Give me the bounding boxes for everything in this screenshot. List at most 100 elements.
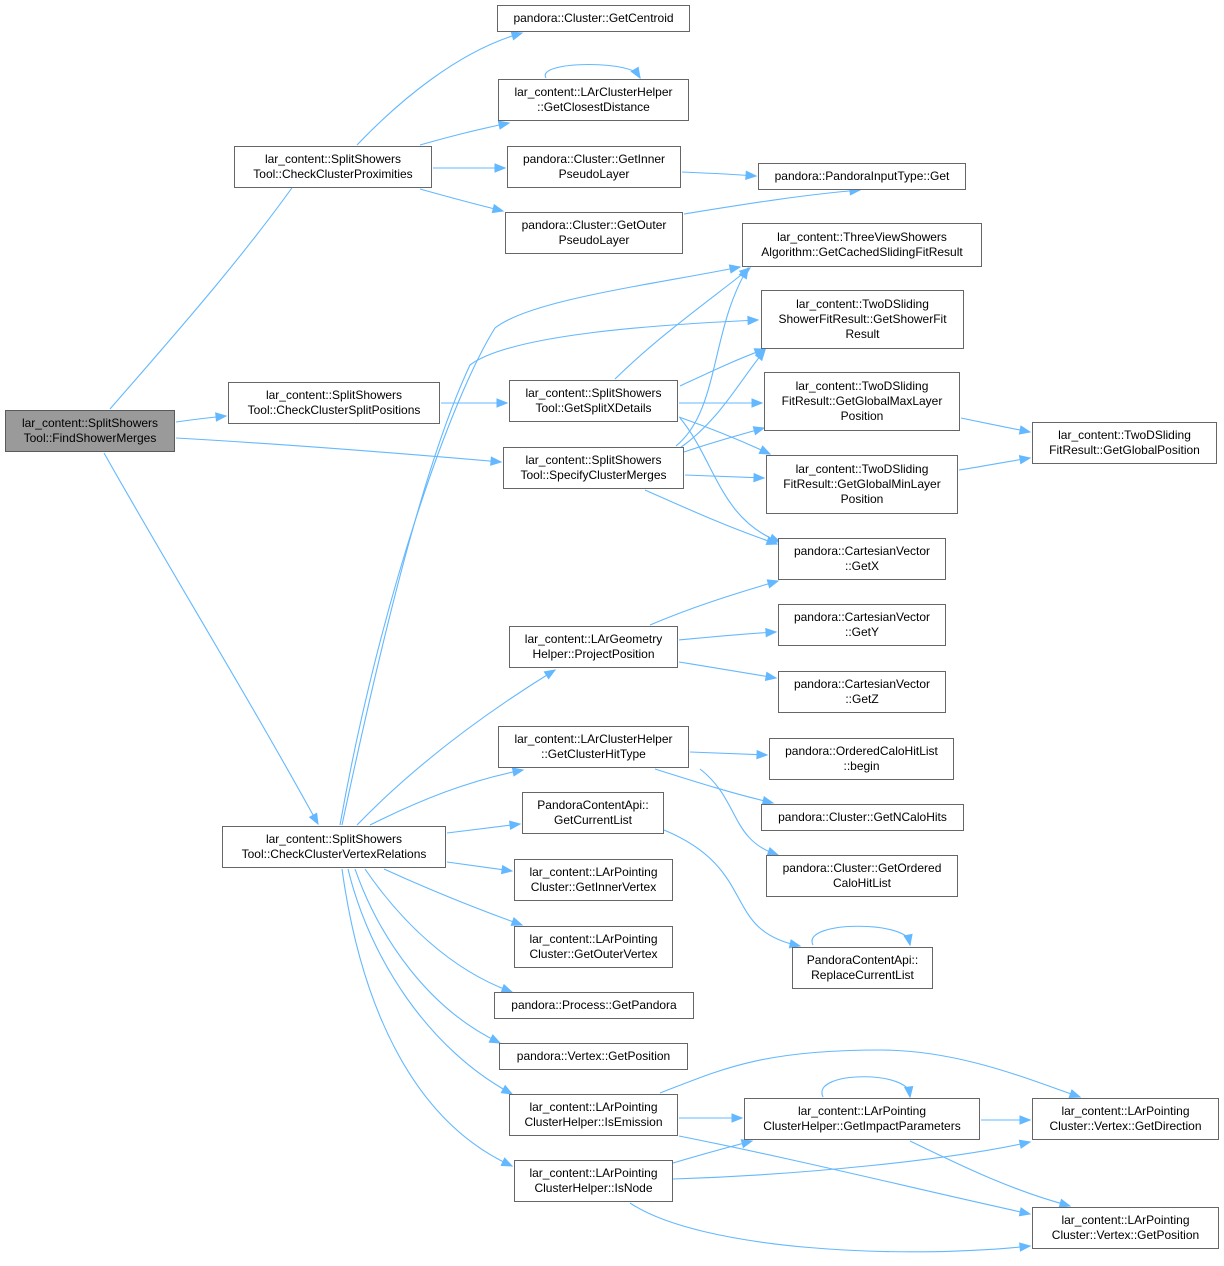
node-label-line: lar_content::LArPointing: [1061, 1213, 1190, 1227]
node-label-line: ::begin: [843, 759, 880, 773]
node-label-line: Cluster::GetInnerVertex: [530, 880, 657, 894]
node-label-line: Tool::CheckClusterVertexRelations: [241, 847, 427, 861]
node-get-cluster-hit-type[interactable]: lar_content::LArClusterHelper::GetCluste…: [498, 726, 689, 768]
arrowhead-GetImpactParameters-to-GetDirection: [1019, 1115, 1032, 1125]
arrowhead-ReplaceCurrentList-to-ReplaceCurrentList: [903, 933, 913, 947]
node-label-line: CaloHitList: [832, 876, 892, 890]
node-label-line: lar_content::SplitShowers: [21, 416, 159, 430]
arrowhead-SpecifyClusterMerges-to-GetX: [765, 536, 779, 546]
node-get-pandora[interactable]: pandora::Process::GetPandora: [494, 992, 694, 1019]
arrowhead-IsNode-to-GetDirection: [1018, 1139, 1032, 1149]
node-replace-current-list[interactable]: PandoraContentApi::ReplaceCurrentList: [792, 947, 933, 989]
node-label-line: pandora::Vertex::GetPosition: [516, 1049, 671, 1063]
node-label-line: lar_content::TwoDSliding: [795, 379, 929, 393]
node-get-z[interactable]: pandora::CartesianVector::GetZ: [778, 671, 946, 713]
edge-CheckClusterVertexRelations-to-ProjectPosition: [356, 669, 556, 826]
edge-GetImpactParameters-to-GetImpactParameters: [821, 1076, 911, 1098]
edge-GetImpactParameters-to-ClusterVertexGetPosition: [909, 1140, 1071, 1207]
arrowhead-CheckClusterProximities-to-GetClosestDistance: [497, 120, 511, 130]
node-vertex-get-position[interactable]: pandora::Vertex::GetPosition: [499, 1043, 688, 1070]
edge-GetClosestDistance-to-GetClosestDistance: [544, 64, 641, 79]
node-get-closest-distance[interactable]: lar_content::LArClusterHelper::GetCloses…: [498, 79, 689, 121]
node-label-line: Tool::SpecifyClusterMerges: [520, 468, 667, 482]
node-label-line: lar_content::LArPointing: [529, 1100, 658, 1114]
arrowhead-IsEmission-to-ClusterVertexGetPosition: [1018, 1207, 1032, 1217]
node-get-x[interactable]: pandora::CartesianVector::GetX: [778, 538, 946, 580]
node-label-line: lar_content::SplitShowers: [265, 832, 403, 846]
node-label-line: PandoraContentApi::: [806, 953, 919, 967]
node-label-line: pandora::Cluster::GetOrdered: [782, 861, 942, 875]
arrowhead-CheckClusterVertexRelations-to-GetOuterVertex: [510, 916, 524, 926]
edge-IsNode-to-GetDirection: [672, 1141, 1031, 1180]
edge-CheckClusterVertexRelations-to-GetPandora: [364, 868, 513, 993]
node-label-line: Cluster::Vertex::GetPosition: [1051, 1228, 1200, 1242]
arrowhead-SpecifyClusterMerges-to-GetCachedSlidingFitResult: [738, 266, 749, 280]
arrowhead-FindShowerMerges-to-CheckClusterVertexRelations: [308, 812, 319, 826]
node-label-line: pandora::Cluster::GetNCaloHits: [778, 810, 947, 824]
node-label-line: pandora::Process::GetPandora: [511, 998, 677, 1012]
node-label-line: FitResult::GetGlobalMinLayer: [783, 477, 941, 491]
node-label-line: pandora::Cluster::GetCentroid: [513, 11, 674, 25]
edge-SpecifyClusterMerges-to-GetCachedSlidingFitResult: [675, 267, 749, 447]
node-label-line: Position: [840, 409, 884, 423]
edge-CheckClusterVertexRelations-to-GetShowerFitResult: [341, 319, 759, 826]
node-label-line: pandora::Cluster::GetOuter: [521, 218, 667, 232]
edge-CheckClusterProximities-to-GetClosestDistance: [419, 122, 510, 146]
node-label-line: lar_content::LArPointing: [797, 1104, 927, 1118]
arrowhead-CheckClusterVertexRelations-to-GetInnerVertex: [500, 864, 514, 875]
edge-GetCurrentList-to-ReplaceCurrentList: [663, 829, 801, 947]
node-label-line: lar_content::LArPointing: [529, 1166, 658, 1180]
edge-IsEmission-to-ClusterVertexGetPosition: [678, 1135, 1031, 1215]
arrowhead-GetInnerPseudoLayer-to-PandoraInputTypeGet: [745, 170, 758, 180]
node-pandora-input-type-get[interactable]: pandora::PandoraInputType::Get: [758, 163, 966, 190]
node-label-line: Algorithm::GetCachedSlidingFitResult: [761, 245, 963, 259]
arrowhead-CheckClusterVertexRelations-to-GetClusterHitType: [511, 767, 525, 777]
arrowhead-ProjectPosition-to-GetY: [765, 627, 778, 638]
arrowhead-CheckClusterProximities-to-GetOuterPseudoLayer: [491, 203, 505, 214]
arrowhead-GetImpactParameters-to-ClusterVertexGetPosition: [1058, 1198, 1072, 1208]
edge-CheckClusterVertexRelations-to-IsNode: [341, 868, 513, 1167]
node-label-line: ShowerFitResult::GetShowerFit: [778, 312, 947, 326]
node-get-current-list[interactable]: PandoraContentApi::GetCurrentList: [522, 792, 664, 834]
node-label-line: Tool::CheckClusterProximities: [253, 167, 413, 181]
node-get-ncalo-hits[interactable]: pandora::Cluster::GetNCaloHits: [761, 804, 964, 831]
arrowhead-CheckClusterVertexRelations-to-IsNode: [500, 1157, 514, 1167]
node-label-line: ::GetClosestDistance: [537, 100, 650, 114]
node-label-line: Result: [845, 327, 880, 341]
node-ordered-begin[interactable]: pandora::OrderedCaloHitList::begin: [769, 738, 954, 780]
edge-ProjectPosition-to-GetY: [678, 631, 777, 641]
arrowhead-CheckClusterVertexRelations-to-IsEmission: [500, 1084, 514, 1095]
arrowhead-CheckClusterVertexRelations-to-GetShowerFitResult: [747, 315, 760, 326]
edge-CheckClusterVertexRelations-to-GetClusterHitType: [369, 769, 524, 826]
arrowhead-CheckClusterVertexRelations-to-VertexGetPosition: [488, 1034, 502, 1044]
edge-CheckClusterProximities-to-GetCentroid: [356, 32, 523, 146]
node-get-centroid[interactable]: pandora::Cluster::GetCentroid: [497, 5, 690, 32]
node-get-y[interactable]: pandora::CartesianVector::GetY: [778, 604, 946, 646]
edge-GetClusterHitType-to-GetNCaloHits: [654, 768, 774, 804]
node-label-line: Helper::ProjectPosition: [532, 647, 655, 661]
node-label-line: FitResult::GetGlobalMaxLayer: [781, 394, 943, 408]
edge-SpecifyClusterMerges-to-GetX: [644, 489, 778, 545]
